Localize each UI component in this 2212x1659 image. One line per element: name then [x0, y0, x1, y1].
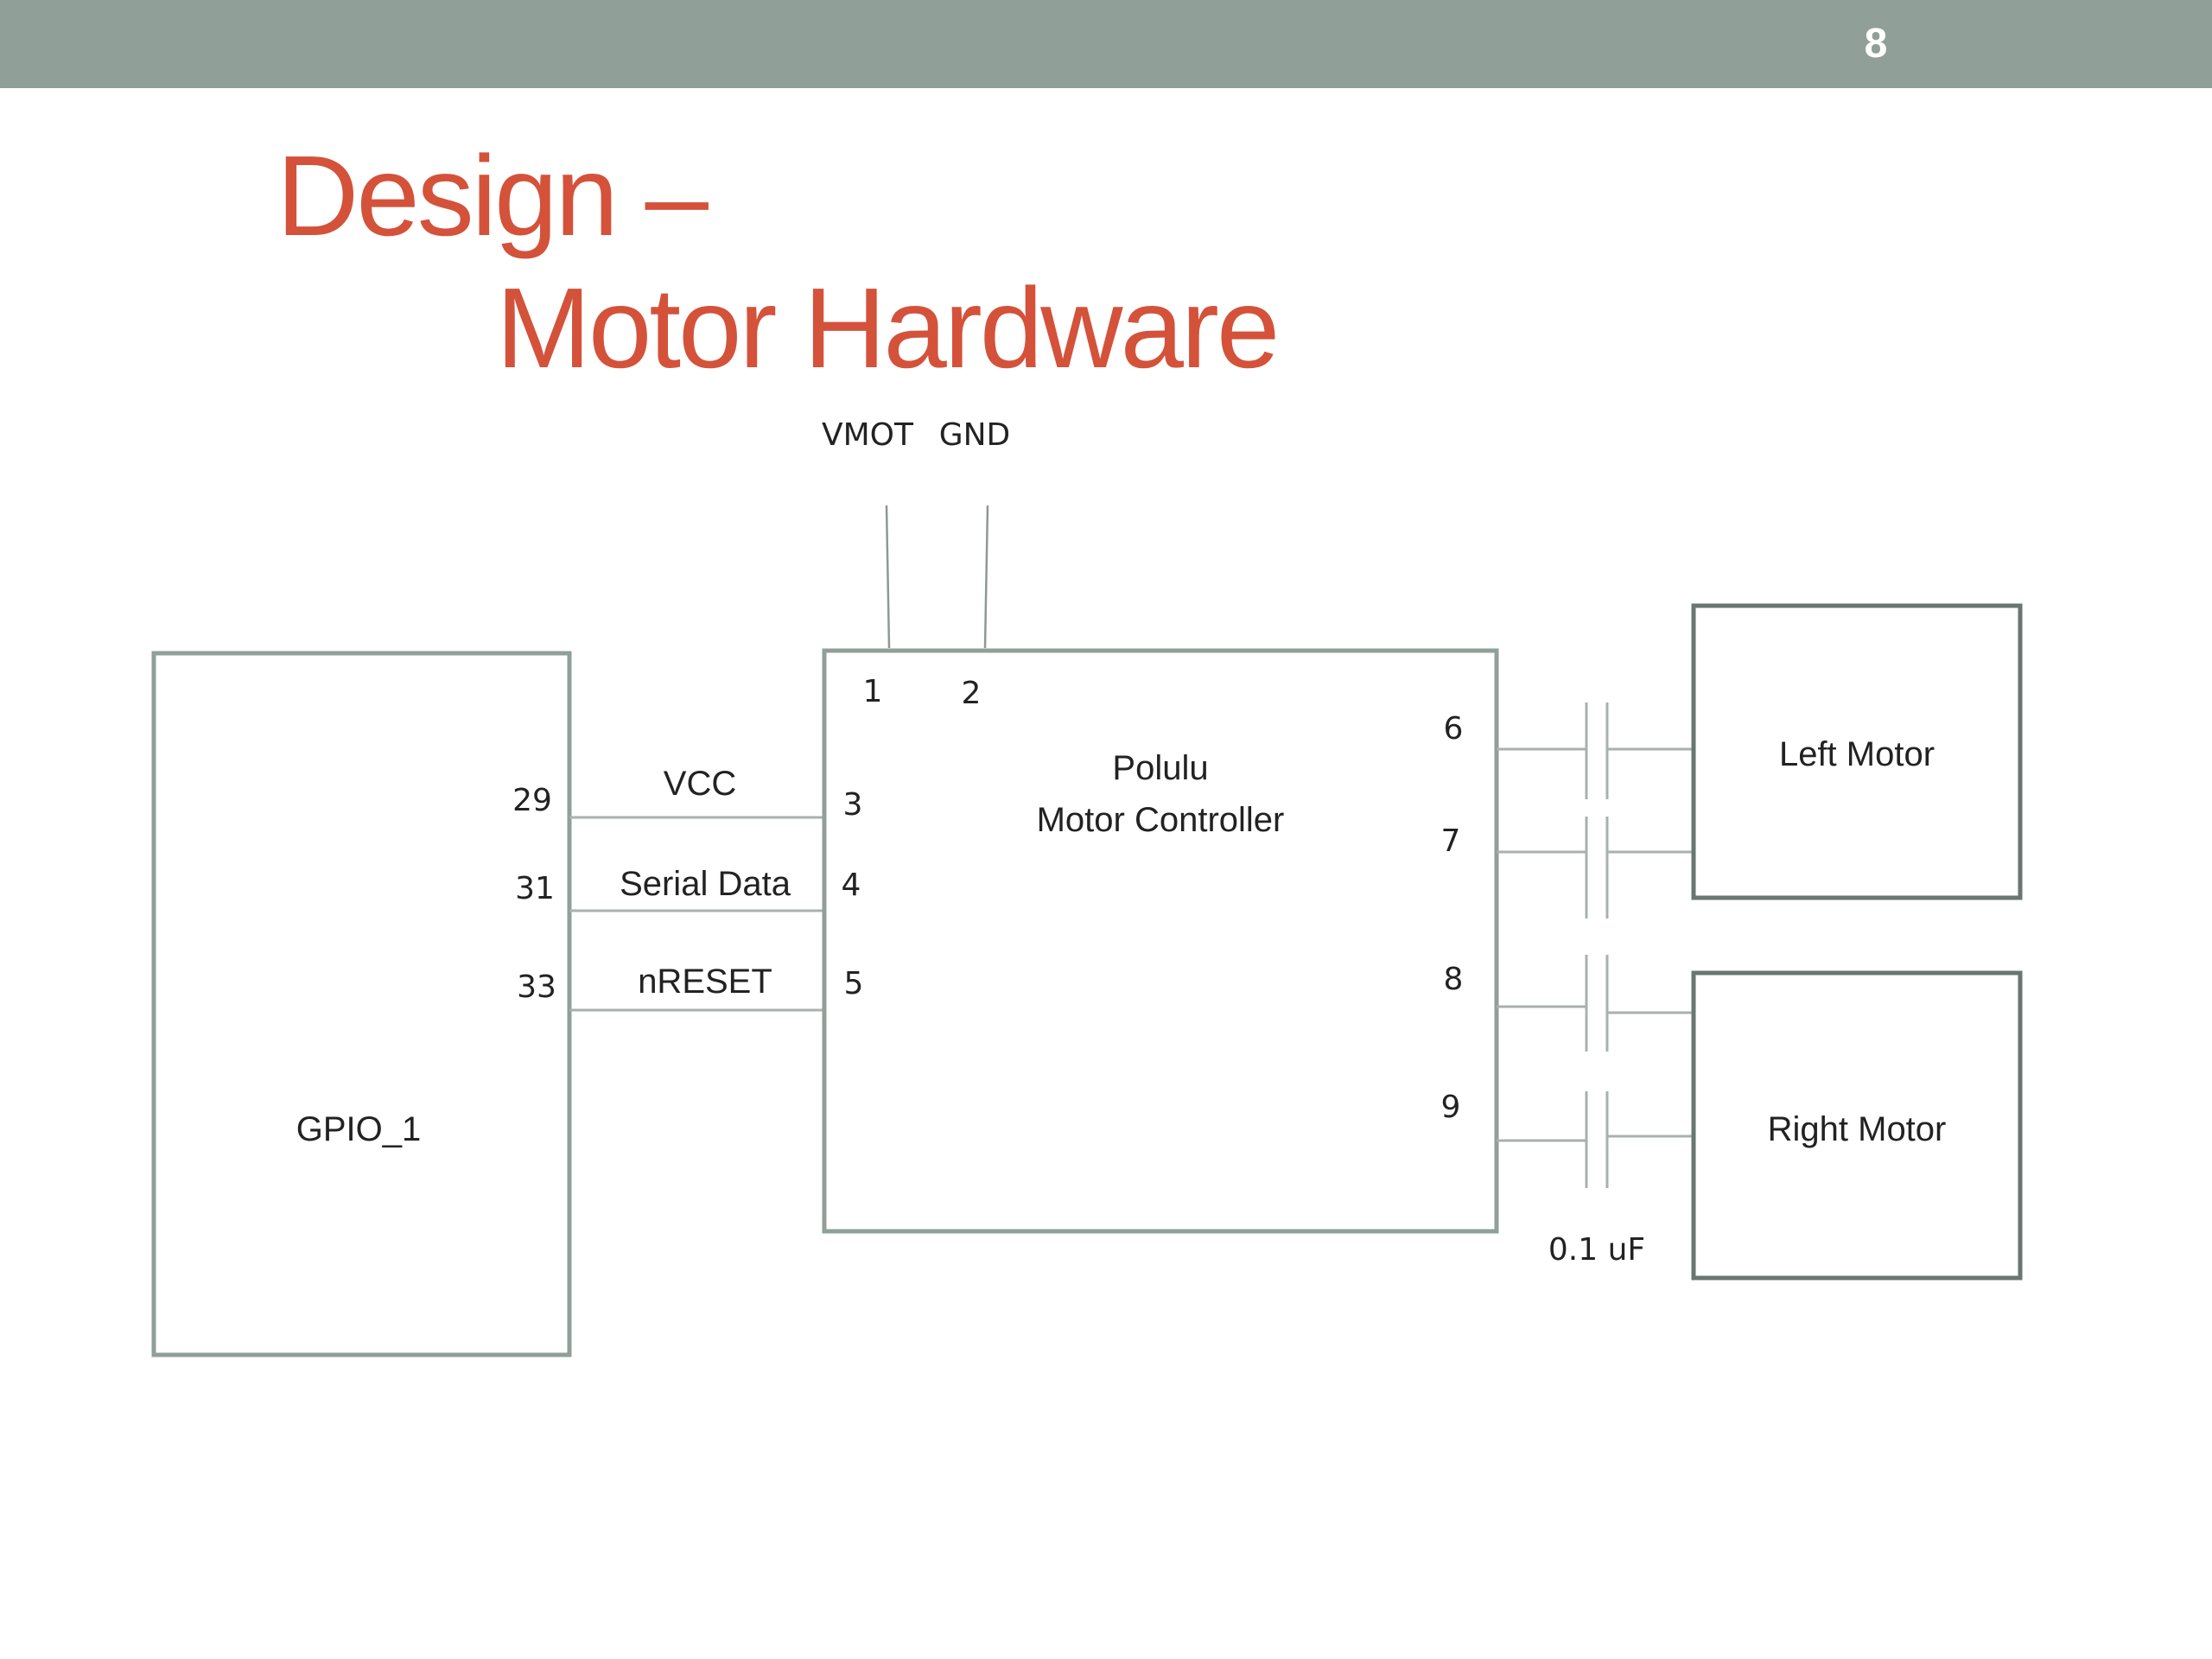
- vmot-label: VMOT: [822, 417, 914, 453]
- controller-label-line-1: Polulu: [1112, 749, 1208, 787]
- capacitor-value-label: 0.1 uF: [1548, 1232, 1645, 1268]
- controller-label-line-2: Motor Controller: [1037, 801, 1285, 839]
- gpio-label: GPIO_1: [296, 1110, 422, 1148]
- controller-pin-3: 3: [843, 787, 863, 823]
- controller-pin-9: 9: [1441, 1090, 1461, 1125]
- controller-pin-1: 1: [863, 674, 883, 709]
- serial-data-signal-label: Serial Data: [620, 865, 791, 903]
- vcc-signal-label: VCC: [664, 765, 736, 803]
- vmot-wire: [885, 505, 891, 649]
- controller-pin-4: 4: [842, 868, 861, 903]
- motor-line-6: [1497, 702, 1694, 799]
- nreset-signal-label: nRESET: [638, 963, 772, 1001]
- motor-line-9: [1497, 1091, 1694, 1188]
- gnd-label: GND: [939, 417, 1011, 453]
- slide-title-line-1: Design –: [276, 132, 709, 259]
- slide-number: 8: [1864, 21, 1888, 67]
- gpio-pin-29: 29: [512, 783, 552, 818]
- controller-pin-5: 5: [844, 966, 864, 1001]
- controller-pin-7: 7: [1441, 823, 1461, 859]
- right-motor-block: [1691, 970, 2023, 1281]
- slide-title-line-2: Motor Hardware: [496, 264, 1280, 391]
- motor-controller-block: [822, 648, 1499, 1234]
- controller-pin-8: 8: [1444, 962, 1464, 997]
- motor-line-8: [1497, 955, 1694, 1052]
- motor-line-7: [1497, 817, 1694, 918]
- gnd-wire: [983, 505, 989, 649]
- controller-pin-6: 6: [1444, 711, 1464, 747]
- gpio-pin-33: 33: [517, 969, 556, 1005]
- left-motor-label: Left Motor: [1779, 735, 1935, 773]
- gpio-block: [151, 651, 572, 1357]
- right-motor-label: Right Motor: [1768, 1110, 1947, 1148]
- controller-pin-2: 2: [962, 676, 982, 711]
- gpio-pin-31: 31: [515, 871, 555, 906]
- slide-header-bar: [0, 0, 2212, 88]
- left-motor-block: [1691, 603, 2023, 900]
